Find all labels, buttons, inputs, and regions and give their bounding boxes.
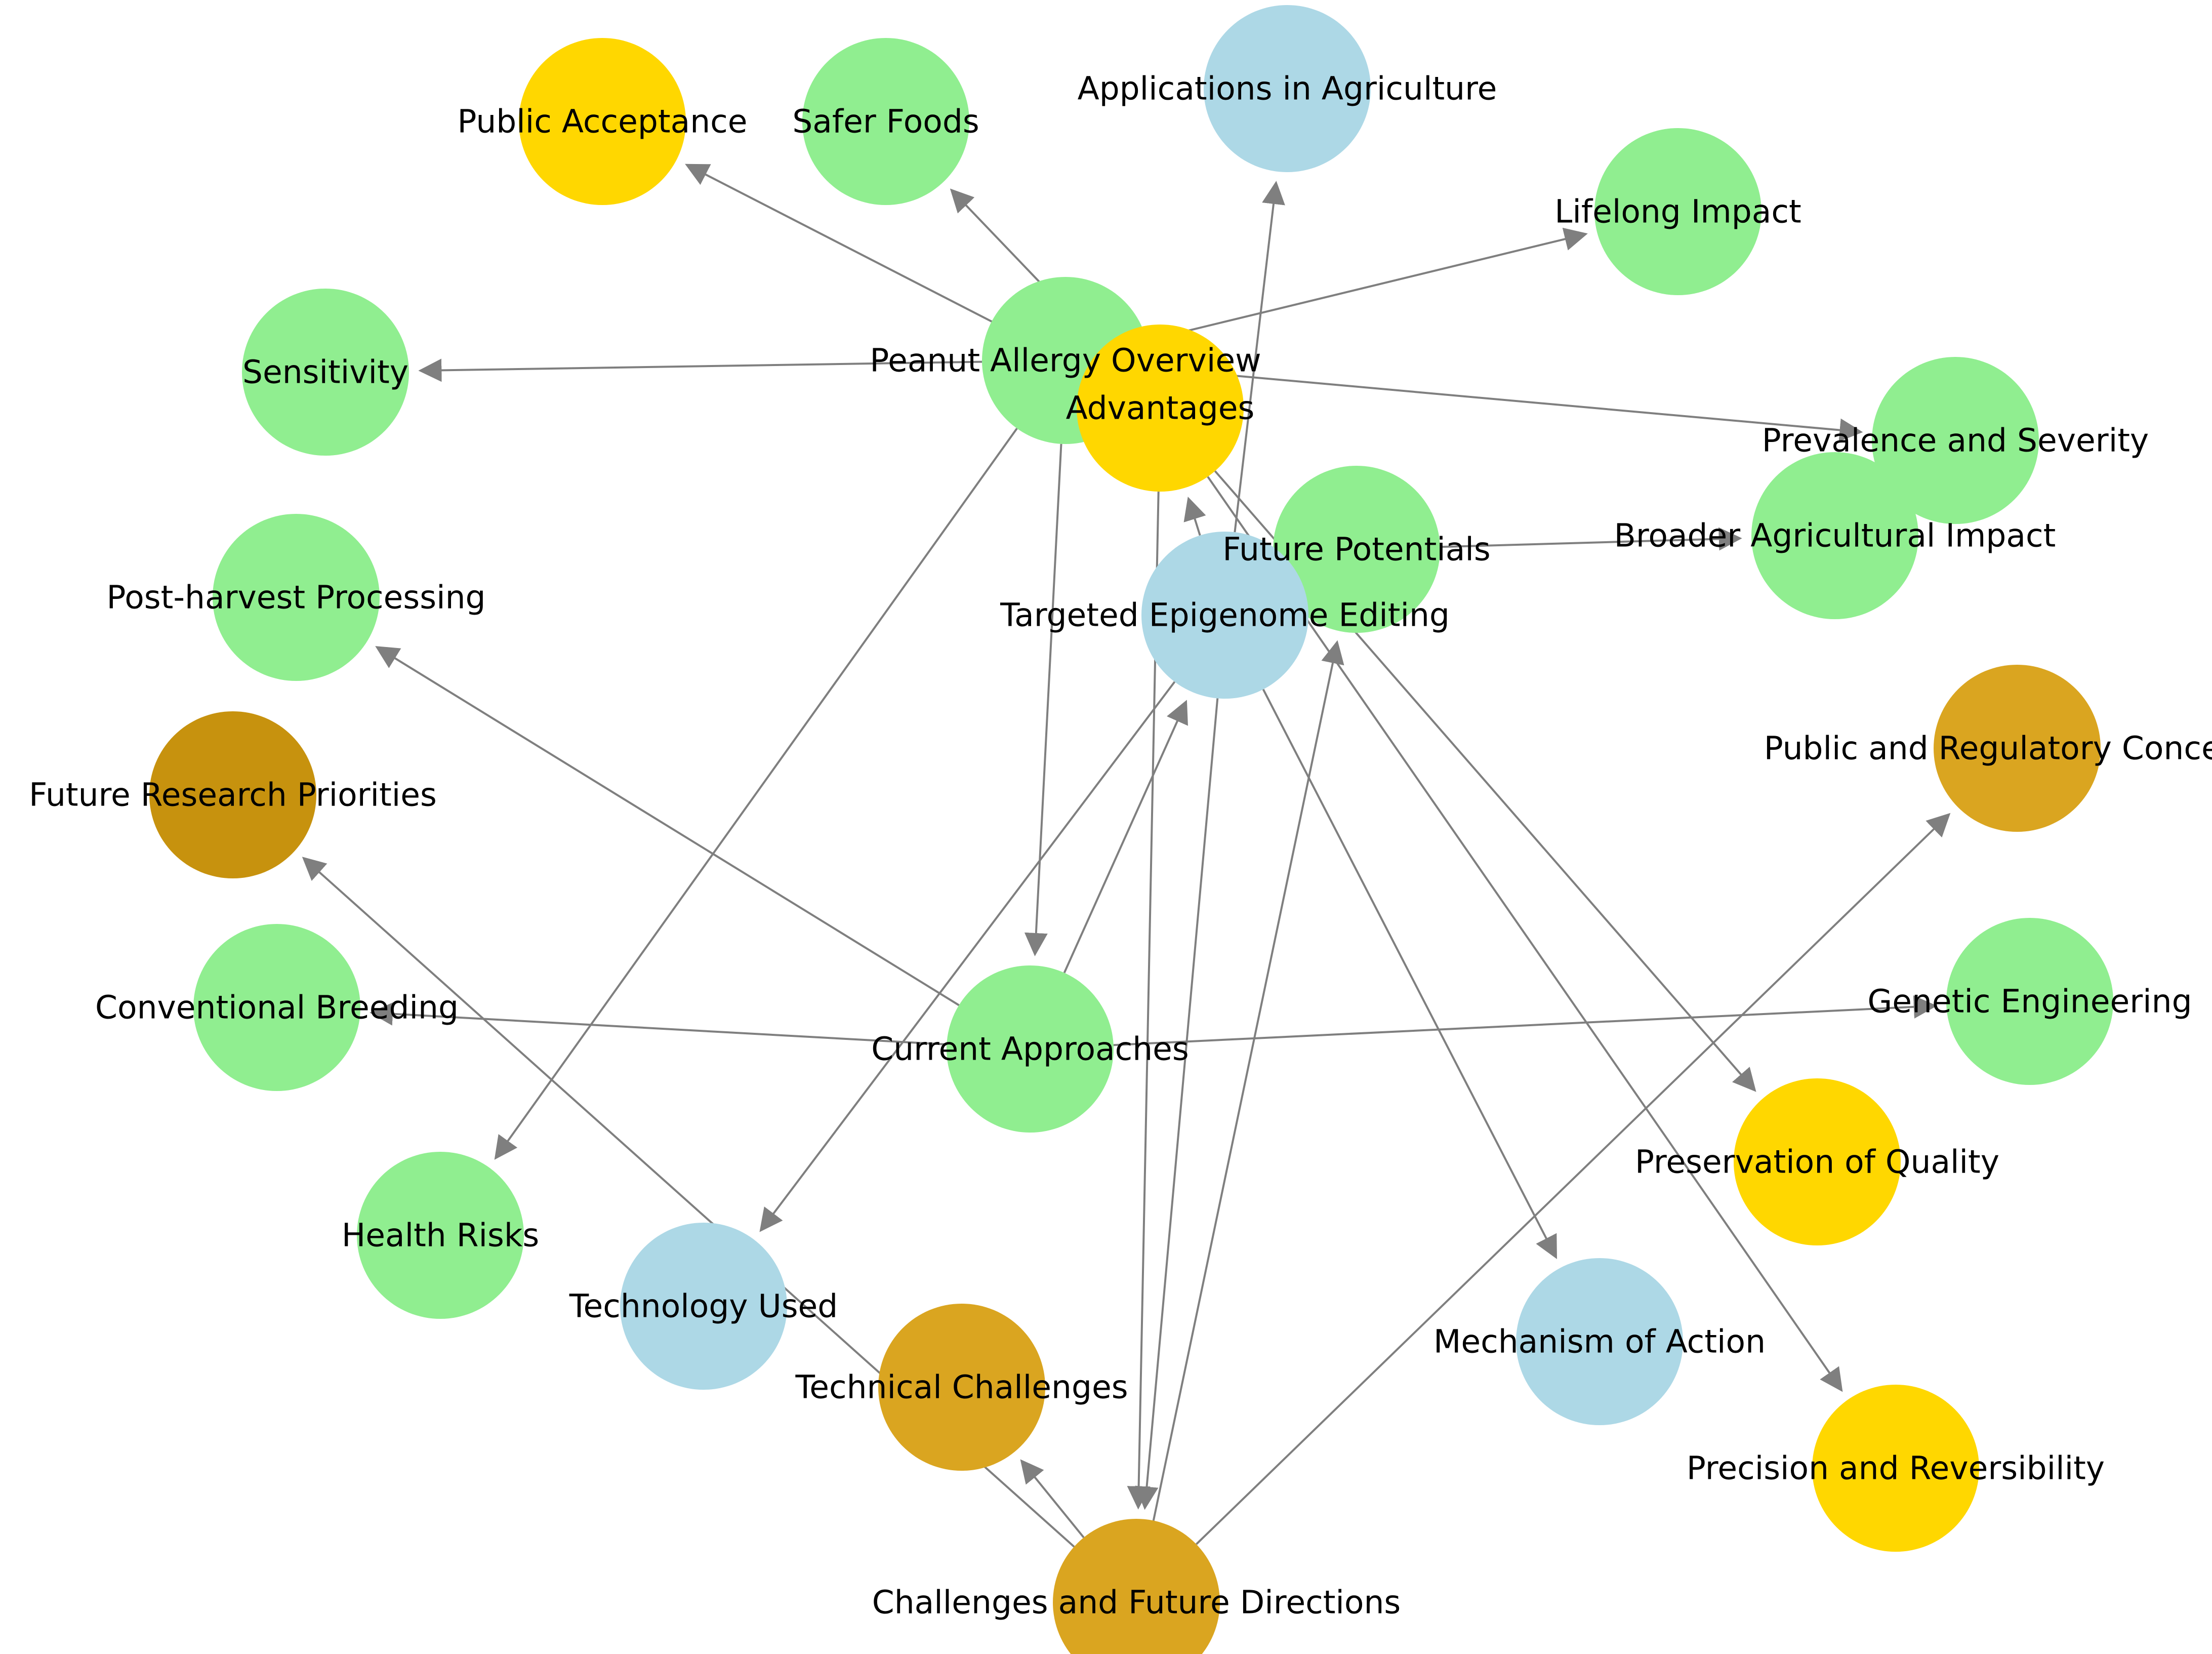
node-applications-in-agriculture bbox=[1204, 5, 1371, 172]
node-genetic-engineering bbox=[1946, 918, 2113, 1085]
node-lifelong-impact bbox=[1594, 128, 1762, 295]
node-public-and-regulatory-concerns bbox=[1934, 665, 2101, 832]
nodes-layer bbox=[149, 5, 2113, 1654]
node-advantages bbox=[1077, 325, 1244, 492]
node-label-public-acceptance: Public Acceptance bbox=[457, 103, 747, 140]
edge-advantages-to-precision-and-reversibility bbox=[1207, 476, 1843, 1392]
edge-peanut-allergy-overview-to-current-approaches bbox=[1024, 443, 1062, 956]
node-prevalence-and-severity bbox=[1872, 357, 2039, 524]
edge-challenges-and-future-directions-to-public-and-regulatory-concerns bbox=[1196, 813, 1951, 1545]
node-label-sensitivity: Sensitivity bbox=[242, 354, 408, 391]
edge-targeted-epigenome-editing-to-technology-used bbox=[759, 681, 1176, 1232]
node-label-prevalence-and-severity: Prevalence and Severity bbox=[1762, 422, 2149, 459]
node-label-technology-used: Technology Used bbox=[569, 1288, 838, 1325]
node-label-peanut-allergy-overview: Peanut Allergy Overview bbox=[870, 342, 1261, 379]
node-challenges-and-future-directions bbox=[1053, 1519, 1220, 1654]
node-label-future-potentials: Future Potentials bbox=[1222, 531, 1490, 568]
node-label-genetic-engineering: Genetic Engineering bbox=[1867, 983, 2192, 1020]
node-label-targeted-epigenome-editing: Targeted Epigenome Editing bbox=[1000, 597, 1450, 634]
node-broader-agricultural-impact bbox=[1751, 452, 1918, 619]
edge-current-approaches-to-genetic-engineering bbox=[1113, 995, 1937, 1046]
node-label-safer-foods: Safer Foods bbox=[792, 103, 979, 140]
node-technology-used bbox=[620, 1223, 787, 1390]
node-post-harvest-processing bbox=[213, 514, 380, 681]
node-label-future-research-priorities: Future Research Priorities bbox=[29, 777, 437, 814]
node-label-health-risks: Health Risks bbox=[342, 1217, 539, 1254]
labels-layer: Public Acceptance Safer Foods Applications… bbox=[29, 70, 2212, 1621]
node-label-mechanism-of-action: Mechanism of Action bbox=[1433, 1323, 1766, 1360]
node-safer-foods bbox=[802, 38, 969, 205]
node-preservation-of-quality bbox=[1734, 1078, 1901, 1245]
edge-peanut-allergy-overview-to-prevalence-and-severity bbox=[1149, 367, 1863, 442]
node-label-advantages: Advantages bbox=[1066, 390, 1255, 427]
edge-targeted-epigenome-editing-to-challenges-and-future-directions bbox=[1135, 698, 1219, 1510]
node-label-broader-agricultural-impact: Broader Agricultural Impact bbox=[1614, 517, 2056, 554]
edge-challenges-and-future-directions-to-technical-challenges bbox=[1020, 1459, 1085, 1539]
node-label-challenges-and-future-directions: Challenges and Future Directions bbox=[872, 1584, 1401, 1621]
node-technical-challenges bbox=[878, 1304, 1045, 1471]
node-label-conventional-breeding: Conventional Breeding bbox=[95, 989, 459, 1026]
node-label-preservation-of-quality: Preservation of Quality bbox=[1635, 1144, 1999, 1181]
node-health-risks bbox=[357, 1152, 524, 1319]
edge-current-approaches-to-targeted-epigenome-editing bbox=[1063, 700, 1188, 974]
node-label-precision-and-reversibility: Precision and Reversibility bbox=[1687, 1450, 2105, 1487]
edge-current-approaches-to-post-harvest-processing bbox=[375, 646, 960, 1006]
node-current-approaches bbox=[947, 965, 1114, 1133]
edge-peanut-allergy-overview-to-lifelong-impact bbox=[1146, 227, 1588, 342]
edges-layer bbox=[302, 164, 1951, 1548]
node-label-current-approaches: Current Approaches bbox=[871, 1031, 1189, 1068]
node-conventional-breeding bbox=[193, 924, 360, 1091]
edge-targeted-epigenome-editing-to-mechanism-of-action bbox=[1262, 689, 1557, 1260]
edge-challenges-and-future-directions-to-future-potentials bbox=[1152, 640, 1344, 1521]
node-future-potentials bbox=[1273, 466, 1440, 633]
node-public-acceptance bbox=[519, 38, 686, 205]
node-label-applications-in-agriculture: Applications in Agriculture bbox=[1078, 70, 1497, 107]
edge-future-potentials-to-broader-agricultural-impact bbox=[1440, 527, 1742, 551]
node-mechanism-of-action bbox=[1516, 1258, 1683, 1425]
edge-targeted-epigenome-editing-to-advantages bbox=[1183, 497, 1206, 536]
node-label-technical-challenges: Technical Challenges bbox=[795, 1369, 1128, 1406]
edge-current-approaches-to-conventional-breeding bbox=[370, 1002, 947, 1045]
node-label-public-and-regulatory-concerns: Public and Regulatory Concerns bbox=[1764, 730, 2212, 767]
node-future-research-priorities bbox=[149, 711, 316, 878]
node-targeted-epigenome-editing bbox=[1141, 532, 1308, 699]
node-precision-and-reversibility bbox=[1812, 1385, 1979, 1552]
node-label-post-harvest-processing: Post-harvest Processing bbox=[107, 579, 486, 616]
node-sensitivity bbox=[242, 289, 409, 456]
edge-peanut-allergy-overview-to-sensitivity bbox=[418, 358, 982, 382]
edge-peanut-allergy-overview-to-health-risks bbox=[494, 428, 1018, 1160]
node-label-lifelong-impact: Lifelong Impact bbox=[1554, 193, 1801, 230]
edge-targeted-epigenome-editing-to-applications-in-agriculture bbox=[1234, 181, 1285, 533]
